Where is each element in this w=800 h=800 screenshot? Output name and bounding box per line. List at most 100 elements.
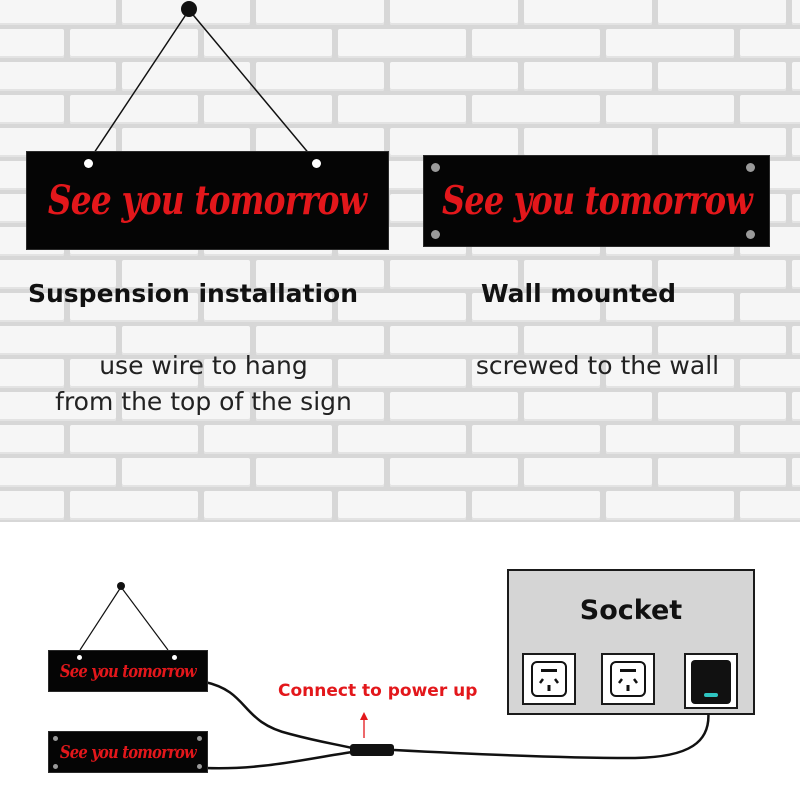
brick [338,29,466,58]
brick [0,95,64,124]
brick-row [0,260,800,291]
brick-row [0,0,800,27]
brick [524,326,652,355]
sign-text: See you tomorrow [48,177,367,224]
brick [792,458,800,487]
brick-row [0,293,800,324]
brick [472,491,600,520]
brick [740,359,800,388]
brick [658,326,786,355]
brick [390,0,518,25]
brick [390,392,518,421]
sign-text: See you tomorrow [441,178,753,224]
brick [658,128,786,157]
plug-adapter [691,660,731,704]
hanging-hole [77,655,82,660]
brick [606,491,734,520]
brick [0,392,116,421]
screw-icon [431,163,440,172]
plug-led-indicator [704,693,718,697]
brick [204,95,332,124]
brick [606,95,734,124]
wall-mounted-title: Wall mounted [481,279,677,308]
brick [792,326,800,355]
brick [740,29,800,58]
wall-mounted-description-line1: screwed to the wall [475,351,720,380]
brick [256,458,384,487]
brick [390,458,518,487]
brick [256,392,384,421]
brick [0,29,64,58]
brick [792,194,800,223]
screw-icon [746,230,755,239]
brick [472,95,600,124]
sign-text: See you tomorrow [60,660,197,682]
brick [792,260,800,289]
brick [740,425,800,454]
brick [472,425,600,454]
brick-row [0,62,800,93]
brick [338,359,466,388]
brick [0,0,116,25]
brick [256,326,384,355]
brick [524,62,652,91]
brick [0,425,64,454]
brick [606,29,734,58]
brick [338,293,466,322]
brick [606,425,734,454]
brick-row [0,491,800,522]
cable-connector [350,744,394,756]
suspension-description-line1: use wire to hang [99,351,308,380]
brick [70,425,198,454]
brick [740,95,800,124]
brick [658,392,786,421]
brick [70,29,198,58]
brick [122,62,250,91]
brick-row [0,29,800,60]
brick [0,260,116,289]
wiring-cables [79,582,710,770]
brick [0,359,64,388]
plug-icon [684,653,738,709]
brick [204,491,332,520]
wall-mounted-description: screwed to the wall [455,348,740,384]
brick [740,293,800,322]
screw-icon [197,736,202,741]
hanging-hole [172,655,177,660]
brick [658,458,786,487]
brick-row [0,458,800,489]
brick [658,260,786,289]
brick [524,392,652,421]
suspension-description-line2: from the top of the sign [55,387,352,416]
brick [390,128,518,157]
brick [70,359,198,388]
brick [792,62,800,91]
brick [792,128,800,157]
brick [0,293,64,322]
brick [70,293,198,322]
brick-row [0,326,800,357]
brick [122,458,250,487]
connect-to-power-label: Connect to power up [278,681,478,701]
small-wall-mounted-sign: See you tomorrow [48,731,208,773]
brick [658,62,786,91]
brick [524,260,652,289]
brick [256,0,384,25]
brick [122,326,250,355]
brick [338,491,466,520]
brick [606,293,734,322]
brick [524,458,652,487]
brick [792,0,800,25]
brick [122,392,250,421]
suspended-sign: See you tomorrow [26,151,389,250]
hanging-hole [312,159,321,168]
brick [0,62,116,91]
brick [740,491,800,520]
brick [338,425,466,454]
socket-title: Socket [579,595,683,626]
screw-icon [53,764,58,769]
suspension-wire [87,1,317,163]
brick [792,392,800,421]
brick-row [0,359,800,390]
brick [256,62,384,91]
